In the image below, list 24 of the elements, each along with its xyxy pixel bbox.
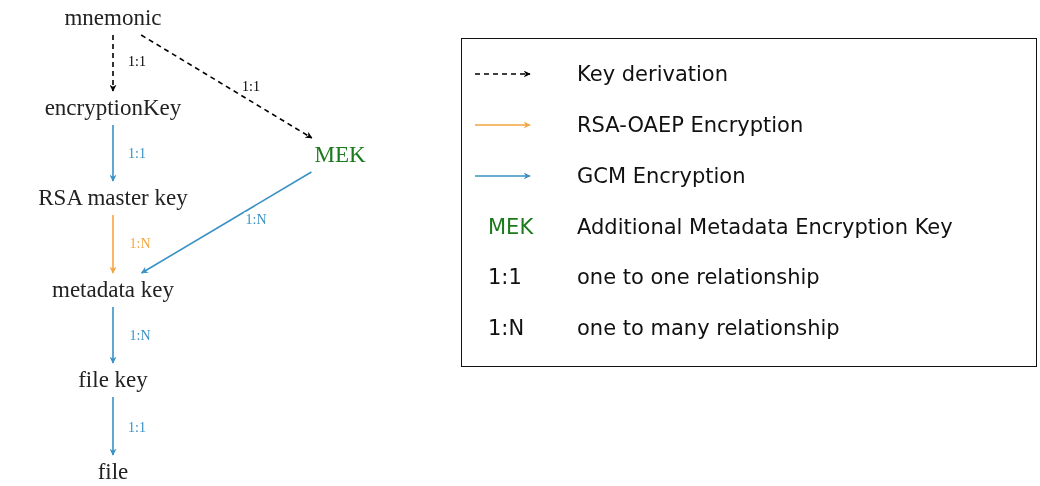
legend-text: Additional Metadata Encryption Key	[577, 215, 953, 239]
legend-text: Key derivation	[577, 62, 728, 86]
key-label: file key	[75, 366, 151, 394]
arrow	[109, 306, 117, 364]
arrow	[109, 124, 117, 182]
key-label: file	[94, 458, 132, 486]
arrow	[140, 171, 313, 274]
arrow	[140, 34, 313, 139]
legend-symbol: 1:N	[488, 316, 525, 340]
arrow	[109, 34, 117, 92]
key-label: encryptionKey	[41, 94, 185, 122]
key-label: RSA master key	[35, 184, 191, 212]
key-label: MEK	[311, 141, 369, 169]
edge-label: 1:1	[241, 79, 261, 95]
key-label: mnemonic	[61, 4, 165, 32]
legend-text: one to one relationship	[577, 265, 820, 289]
key-label: metadata key	[49, 276, 177, 304]
legend-text: one to many relationship	[577, 316, 840, 340]
arrow	[109, 396, 117, 456]
legend-symbol: MEK	[488, 215, 534, 239]
arrow	[109, 214, 117, 274]
legend-text: RSA-OAEP Encryption	[577, 113, 804, 137]
legend-text: GCM Encryption	[577, 164, 746, 188]
legend-symbol: 1:1	[488, 265, 522, 289]
